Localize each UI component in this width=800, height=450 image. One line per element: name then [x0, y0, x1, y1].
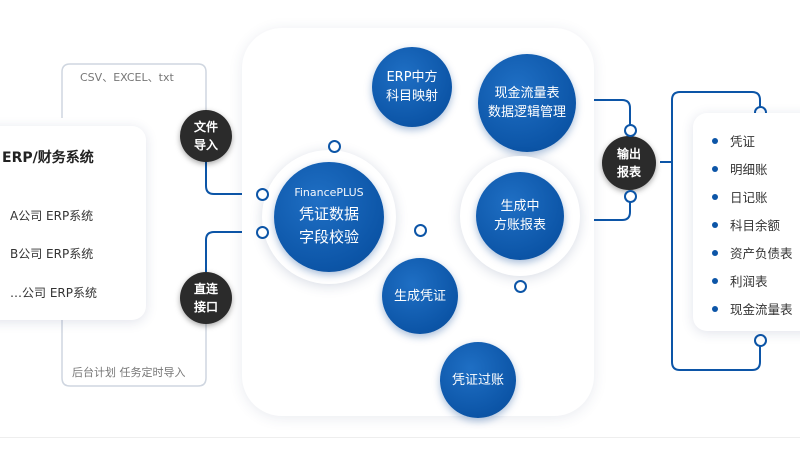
link-file-import — [205, 150, 262, 195]
report-label: 明细账 — [730, 162, 768, 177]
cn-report-line-1: 生成中 — [500, 199, 540, 214]
erp-item-a: A公司 ERP系统 — [10, 209, 94, 223]
validate-line-2: 字段校验 — [298, 227, 359, 246]
report-label: 利润表 — [730, 274, 768, 289]
report-label: 日记账 — [730, 190, 768, 205]
file-import-line-1: 文件 — [193, 120, 218, 134]
link-direct-api — [205, 231, 262, 296]
dot-validate-bottom — [256, 226, 269, 239]
voucher-validation-node: FinancePLUS 凭证数据 字段校验 — [274, 162, 384, 272]
erp-item-b: B公司 ERP系统 — [10, 247, 94, 261]
cn-report-node: 生成中 方账报表 — [476, 172, 564, 260]
link-output-list-bottom — [671, 162, 761, 371]
bottom-divider — [0, 437, 800, 438]
erp-item-other: …公司 ERP系统 — [10, 286, 97, 300]
gen-voucher-line-1: 生成凭证 — [393, 288, 446, 304]
mapping-line-2: 科目映射 — [385, 89, 438, 104]
report-item-trial-balance: 科目余额 — [712, 215, 780, 234]
report-item-voucher: 凭证 — [712, 131, 755, 150]
report-label: 资产负债表 — [730, 246, 793, 261]
link-output-list-top — [671, 91, 761, 162]
dot-validate-top — [256, 188, 269, 201]
report-item-balance-sheet: 资产负债表 — [712, 243, 793, 262]
posting-line-1: 凭证过账 — [451, 372, 504, 388]
cashflow-line-1: 现金流量表 — [494, 86, 560, 101]
bullet-icon — [712, 249, 718, 256]
output-report-node: 输出 报表 — [602, 136, 656, 190]
bullet-icon — [712, 221, 718, 228]
cashflow-line-2: 数据逻辑管理 — [487, 105, 566, 120]
report-list-panel — [693, 113, 800, 331]
report-item-journal: 日记账 — [712, 187, 768, 206]
top-caption-bracket — [61, 63, 207, 118]
bullet-icon — [712, 137, 718, 144]
output-line-2: 报表 — [616, 165, 641, 179]
bullet-icon — [712, 193, 718, 200]
report-item-detail-ledger: 明细账 — [712, 159, 768, 178]
direct-api-line-1: 直连 — [193, 282, 218, 296]
erp-system-panel — [0, 126, 146, 320]
erp-panel-title: ERP/财务系统 — [2, 150, 94, 166]
file-import-node: 文件 导入 — [180, 110, 232, 162]
report-label: 现金流量表 — [730, 302, 793, 317]
voucher-posting-node: 凭证过账 — [440, 342, 516, 418]
link-report-output — [580, 196, 631, 221]
report-item-income-statement: 利润表 — [712, 271, 768, 290]
direct-api-line-2: 接口 — [193, 300, 218, 314]
report-item-cashflow-statement: 现金流量表 — [712, 299, 793, 318]
file-import-line-2: 导入 — [193, 138, 218, 152]
validate-line-1: 凭证数据 — [298, 204, 359, 223]
link-cashflow-output — [574, 99, 631, 128]
financeplus-brand: FinancePLUS — [294, 185, 364, 199]
mapping-line-1: ERP中方 — [386, 70, 438, 85]
cashflow-logic-node: 现金流量表 数据逻辑管理 — [478, 54, 576, 152]
direct-api-node: 直连 接口 — [180, 272, 232, 324]
import-formats-caption: CSV、EXCEL、txt — [80, 71, 174, 84]
dot-report-bottom — [514, 280, 527, 293]
cn-report-line-2: 方账报表 — [493, 218, 546, 233]
dot-output-bottom — [624, 190, 637, 203]
report-label: 凭证 — [730, 134, 756, 149]
dot-output-top — [624, 124, 637, 137]
dot-voucher-top — [414, 224, 427, 237]
bottom-caption-bracket — [61, 316, 207, 387]
scheduled-import-caption: 后台计划 任务定时导入 — [72, 366, 186, 379]
bullet-icon — [712, 277, 718, 284]
bullet-icon — [712, 165, 718, 172]
output-line-1: 输出 — [616, 147, 641, 161]
dot-list-bottom — [754, 334, 767, 347]
dot-mapping-left — [328, 140, 341, 153]
report-label: 科目余额 — [730, 218, 781, 233]
account-mapping-node: ERP中方 科目映射 — [372, 47, 452, 127]
generate-voucher-node: 生成凭证 — [382, 258, 458, 334]
bullet-icon — [712, 305, 718, 312]
